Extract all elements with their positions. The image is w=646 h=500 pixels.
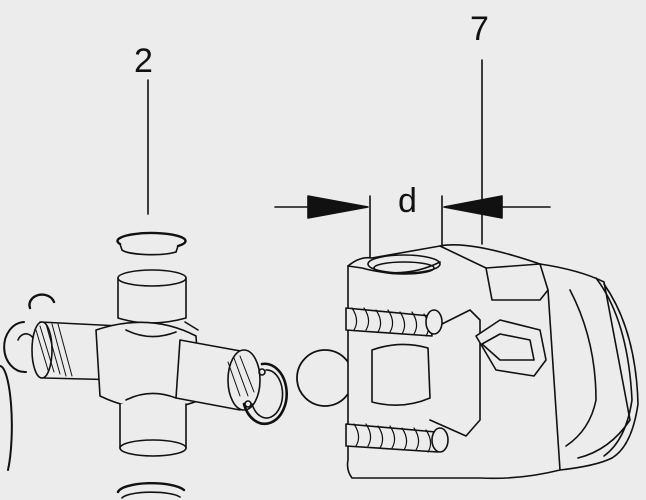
spider-cross xyxy=(31,269,261,457)
ball xyxy=(296,349,354,407)
callout-2: 2 xyxy=(134,42,153,80)
dimension-d-label: d xyxy=(398,182,417,220)
dimension-d-arrows xyxy=(274,195,551,263)
left-edge-part xyxy=(0,365,13,471)
yoke-flange xyxy=(345,244,639,480)
snap-ring-top xyxy=(116,231,187,256)
callout-7: 7 xyxy=(470,10,489,48)
snap-ring-right xyxy=(242,362,288,426)
snap-ring-bottom xyxy=(116,481,186,499)
